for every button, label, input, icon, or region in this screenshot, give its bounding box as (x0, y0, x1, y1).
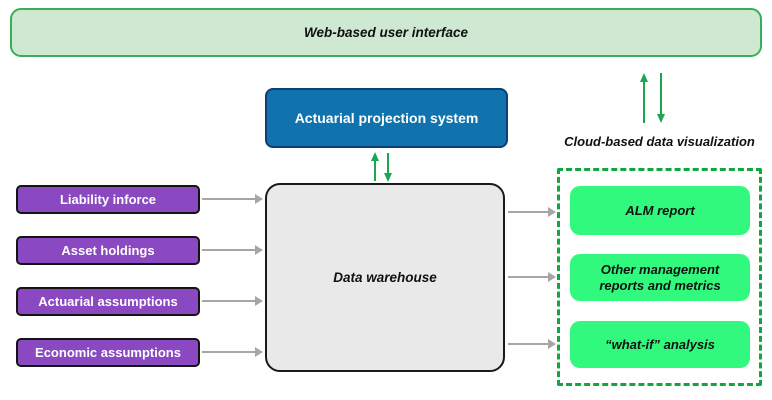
actuarial-projection-system-label: Actuarial projection system (294, 110, 479, 126)
input-box-economic-assumptions: Economic assumptions (16, 338, 200, 367)
input-label: Economic assumptions (35, 345, 181, 360)
output-label: “what-if” analysis (605, 336, 715, 352)
down-arrow-icon (383, 153, 392, 182)
right-arrow-icon (508, 339, 556, 348)
input-label: Asset holdings (61, 243, 155, 258)
output-label: Other management reports and metrics (599, 261, 721, 293)
cloud-visualization-title: Cloud-based data visualization (564, 134, 755, 149)
right-arrow-icon (202, 347, 263, 356)
right-arrow-icon (202, 296, 263, 305)
right-arrow-icon (508, 272, 556, 281)
web-ui-label: Web-based user interface (303, 25, 469, 40)
right-arrow-icon (508, 207, 556, 216)
input-box-liability-inforce: Liability inforce (16, 185, 200, 214)
data-warehouse-box: Data warehouse (265, 183, 505, 372)
input-label: Liability inforce (59, 192, 157, 207)
output-box-management-reports: Other management reports and metrics (570, 254, 750, 301)
input-label: Actuarial assumptions (38, 294, 178, 309)
cloud-visualization-group (557, 168, 762, 386)
output-box-alm-report: ALM report (570, 186, 750, 235)
data-warehouse-label: Data warehouse (333, 270, 437, 285)
actuarial-projection-system-box: Actuarial projection system (265, 88, 508, 148)
output-label: ALM report (625, 202, 695, 218)
right-arrow-icon (202, 194, 263, 203)
web-ui-box: Web-based user interface (10, 8, 762, 57)
down-arrow-icon (656, 73, 665, 123)
input-box-actuarial-assumptions: Actuarial assumptions (16, 287, 200, 316)
right-arrow-icon (202, 245, 263, 254)
up-arrow-icon (370, 152, 379, 181)
up-arrow-icon (639, 73, 648, 123)
output-box-what-if-analysis: “what-if” analysis (570, 321, 750, 368)
input-box-asset-holdings: Asset holdings (16, 236, 200, 265)
